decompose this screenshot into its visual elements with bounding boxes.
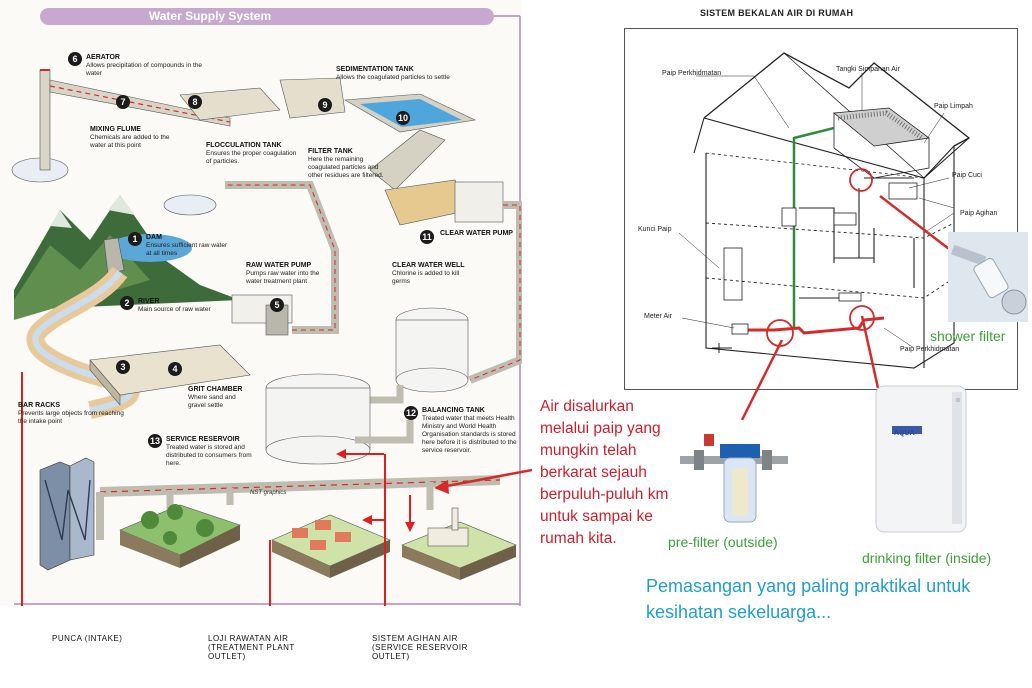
- step-grit-chamber: GRIT CHAMBER Where sand and gravel settl…: [188, 386, 248, 410]
- step-description: Ensures sufficient raw water at all time…: [146, 242, 228, 257]
- step-dam: DAM Ensures sufficient raw water at all …: [146, 234, 230, 258]
- label-paip-cuci: Paip Cuci: [952, 172, 982, 179]
- pre-filter-label: pre-filter (outside): [668, 534, 778, 550]
- step-title: CLEAR WATER PUMP: [440, 230, 513, 237]
- label-meter-air: Meter Air: [644, 313, 673, 320]
- step-description: Allows the coagulated particles to settl…: [336, 74, 450, 81]
- label-paip-agihan: Paip Agihan: [960, 210, 998, 217]
- step-description: Allows precipitation of compounds in the…: [86, 62, 202, 77]
- footer-tagline: Pemasangan yang paling praktikal untuk k…: [646, 576, 971, 622]
- label-paip-perkhidmatan-bottom: Paip Perkhidmatan: [900, 346, 960, 353]
- step-title: DAM: [146, 234, 162, 241]
- step-title: FILTER TANK: [308, 148, 353, 155]
- step-number: 13: [148, 434, 162, 448]
- diagram-title: Water Supply System: [148, 9, 272, 23]
- step-description: Pumps raw water into the water treatment…: [246, 270, 320, 285]
- pre-filter-image: [680, 428, 788, 532]
- label-kunci-paip: Kunci Paip: [638, 226, 672, 233]
- step-title: RAW WATER PUMP: [246, 262, 312, 269]
- step-title: BAR RACKS: [18, 402, 60, 409]
- title-bar: [40, 8, 494, 25]
- step-clear-water-pump: CLEAR WATER PUMP: [440, 230, 530, 238]
- step-title: RIVER: [138, 298, 160, 305]
- step-number: 11: [420, 230, 434, 244]
- step-number: 3: [116, 360, 130, 374]
- step-raw-water-pump: RAW WATER PUMP Pumps raw water into the …: [246, 262, 336, 286]
- pre-filter-icon: [680, 434, 788, 523]
- step-description: Chemicals are added to the water at this…: [90, 134, 170, 149]
- step-river: RIVER Main source of raw water: [138, 298, 238, 314]
- step-flocculation-tank: FLOCCULATION TANK Ensures the proper coa…: [206, 142, 298, 166]
- house-diagram: [624, 28, 1018, 390]
- step-number: 5: [270, 298, 284, 312]
- step-title: MIXING FLUME: [90, 126, 141, 133]
- label-intake: PUNCA (INTAKE): [52, 634, 123, 643]
- step-title: FLOCCULATION TANK: [206, 142, 282, 149]
- drinking-filter-brand: AQUA: [894, 430, 915, 437]
- water-supply-diagram: [0, 0, 522, 606]
- step-filter-tank: FILTER TANK Here the remaining coagulate…: [308, 148, 394, 180]
- step-title: SEDIMENTATION TANK: [336, 66, 414, 73]
- label-tangki-simpanan-air: Tangki Simpanan Air: [836, 66, 900, 73]
- step-number: 9: [318, 98, 332, 112]
- step-balancing-tank: BALANCING TANK Treated water that meets …: [422, 407, 518, 455]
- step-number: 12: [404, 406, 418, 420]
- house-illustration: [678, 52, 971, 369]
- drinking-filter-label: drinking filter (inside): [862, 550, 992, 566]
- shower-filter-image: [948, 232, 1028, 322]
- step-description: Treated water is stored and distributed …: [166, 444, 252, 467]
- step-description: Prevents large objects from reaching the…: [18, 410, 124, 425]
- step-number: 4: [168, 362, 182, 376]
- step-number: 2: [120, 296, 134, 310]
- step-service-reservoir: SERVICE RESERVOIR Treated water is store…: [166, 436, 266, 468]
- step-aerator: AERATOR Allows precipitation of compound…: [86, 54, 206, 78]
- pipe-rust-callout: Air disalurkan melalui paip yang mungkin…: [540, 398, 669, 547]
- step-description: Where sand and gravel settle: [188, 394, 236, 409]
- step-description: Treated water that meets Health Ministry…: [422, 415, 517, 454]
- step-title: GRIT CHAMBER: [188, 386, 243, 393]
- step-clear-water-well: CLEAR WATER WELL Chlorine is added to ki…: [392, 262, 478, 286]
- label-paip-perkhidmatan: Paip Perkhidmatan: [662, 70, 722, 77]
- step-number: 8: [188, 95, 202, 109]
- step-mixing-flume: MIXING FLUME Chemicals are added to the …: [90, 126, 182, 150]
- step-title: AERATOR: [86, 54, 120, 61]
- water-supply-illustration: [0, 0, 522, 606]
- step-number: 7: [116, 95, 130, 109]
- step-title: SERVICE RESERVOIR: [166, 436, 240, 443]
- label-paip-limpah: Paip Limpah: [934, 103, 973, 110]
- label-treatment-plant: LOJI RAWATAN AIR (TREATMENT PLANT OUTLET…: [208, 634, 295, 661]
- label-distribution-system: SISTEM AGIHAN AIR (SERVICE RESERVOIR OUT…: [372, 634, 468, 661]
- step-number: 6: [68, 52, 82, 66]
- step-description: Ensures the proper coagulation of partic…: [206, 150, 297, 165]
- shower-filter-icon: [948, 232, 1028, 322]
- step-number: 1: [128, 232, 142, 246]
- step-description: Here the remaining coagulated particles …: [308, 156, 384, 179]
- step-description: Chlorine is added to kill germs: [392, 270, 460, 285]
- step-description: Main source of raw water: [138, 306, 211, 313]
- step-sedimentation-tank: SEDIMENTATION TANK Allows the coagulated…: [336, 66, 476, 82]
- step-number: 10: [396, 111, 410, 125]
- step-title: BALANCING TANK: [422, 407, 485, 414]
- shower-filter-label: shower filter: [930, 328, 1006, 344]
- graphics-credit: NST graphics: [250, 490, 287, 496]
- drinking-filter-image: [868, 382, 976, 538]
- house-diagram-title: SISTEM BEKALAN AIR DI RUMAH: [700, 8, 854, 18]
- step-title: CLEAR WATER WELL: [392, 262, 465, 269]
- step-bar-racks: BAR RACKS Prevents large objects from re…: [18, 402, 124, 426]
- drinking-filter-icon: [875, 385, 967, 533]
